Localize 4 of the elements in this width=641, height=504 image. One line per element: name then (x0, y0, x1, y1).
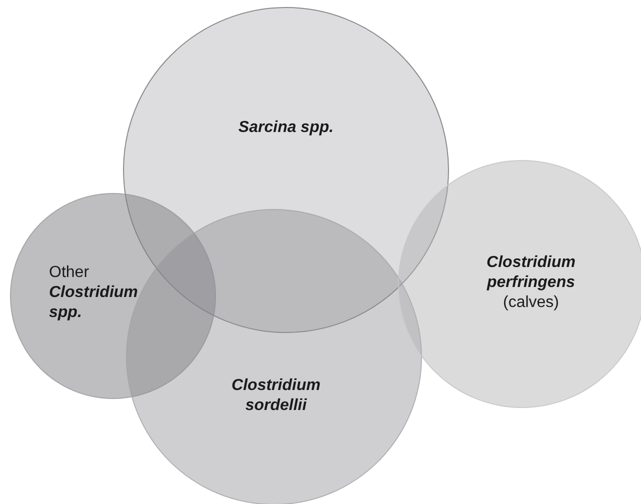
circle-label: Other Clostridium spp. (49, 263, 139, 323)
circle-label: Sarcina spp. (237, 118, 335, 138)
circle-label: Clostridium perfringens (calves) (486, 253, 576, 313)
circle-label: Clostridium sordellii (230, 376, 322, 416)
